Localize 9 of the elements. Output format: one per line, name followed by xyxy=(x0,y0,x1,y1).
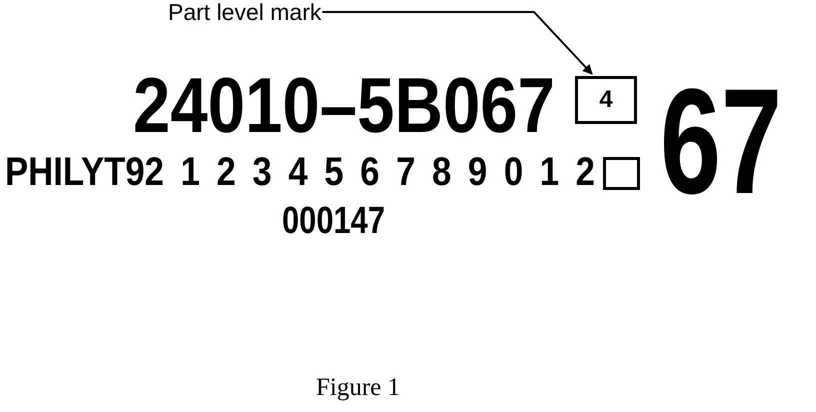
part-number: 24010–5B067 xyxy=(133,66,555,144)
lot-number: 000147 xyxy=(282,202,385,240)
serial-code: PHILYT92 1 2 3 4 5 6 7 8 9 0 1 2 xyxy=(5,152,595,192)
figure-caption: Figure 1 xyxy=(314,374,402,402)
leader-label: Part level mark xyxy=(168,0,322,24)
level-number: 67 xyxy=(660,66,782,216)
leader-arrow xyxy=(322,11,593,75)
level-box: 4 xyxy=(575,76,637,124)
check-box xyxy=(603,157,640,190)
